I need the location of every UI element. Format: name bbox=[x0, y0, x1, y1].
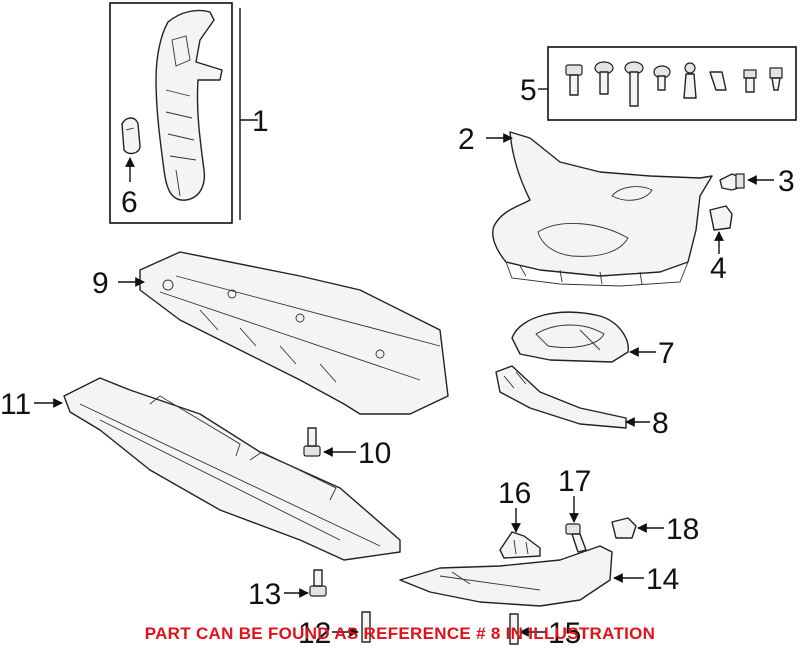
callout-15: 15 bbox=[548, 617, 581, 650]
callout-16: 16 bbox=[498, 477, 531, 510]
part-5-hardware bbox=[565, 61, 783, 107]
part-13-bolt bbox=[309, 569, 327, 597]
callout-7: 7 bbox=[658, 337, 675, 370]
part-17-bolt bbox=[565, 523, 587, 553]
part-3-bolt bbox=[719, 173, 745, 191]
callout-3: 3 bbox=[778, 165, 795, 198]
callout-4: 4 bbox=[710, 252, 727, 285]
callout-12: 12 bbox=[298, 617, 331, 650]
bracket-group-box bbox=[109, 2, 233, 224]
callout-13: 13 bbox=[248, 578, 281, 611]
callout-14: 14 bbox=[646, 563, 679, 596]
hardware-kit-box bbox=[547, 46, 797, 121]
part-2-bumper-cover bbox=[492, 131, 713, 287]
callout-6: 6 bbox=[121, 186, 138, 219]
callout-1: 1 bbox=[252, 105, 269, 138]
part-15-bolt bbox=[509, 613, 519, 645]
part-1-bracket bbox=[155, 9, 223, 201]
part-7-bezel bbox=[511, 311, 629, 363]
leader-lines bbox=[34, 8, 774, 637]
callout-17: 17 bbox=[558, 465, 591, 498]
callout-2: 2 bbox=[458, 123, 475, 156]
part-18-clip bbox=[611, 517, 637, 539]
part-4-clip bbox=[709, 205, 733, 231]
part-9-shield bbox=[139, 251, 449, 415]
callout-5: 5 bbox=[520, 74, 537, 107]
callout-9: 9 bbox=[92, 267, 109, 300]
callout-10: 10 bbox=[358, 437, 391, 470]
part-12-bolt bbox=[361, 611, 371, 643]
callout-11: 11 bbox=[0, 388, 31, 421]
part-6-clip bbox=[121, 117, 141, 155]
callout-18: 18 bbox=[666, 513, 699, 546]
reference-notice: PART CAN BE FOUND AS REFERENCE # 8 IN IL… bbox=[144, 624, 656, 643]
part-8-molding bbox=[495, 365, 627, 429]
part-11-lower-support bbox=[63, 377, 401, 561]
part-10-bolt bbox=[303, 427, 321, 457]
part-16-bracket bbox=[499, 531, 541, 559]
part-14-lower-trim bbox=[399, 545, 613, 607]
callout-8: 8 bbox=[652, 407, 669, 440]
